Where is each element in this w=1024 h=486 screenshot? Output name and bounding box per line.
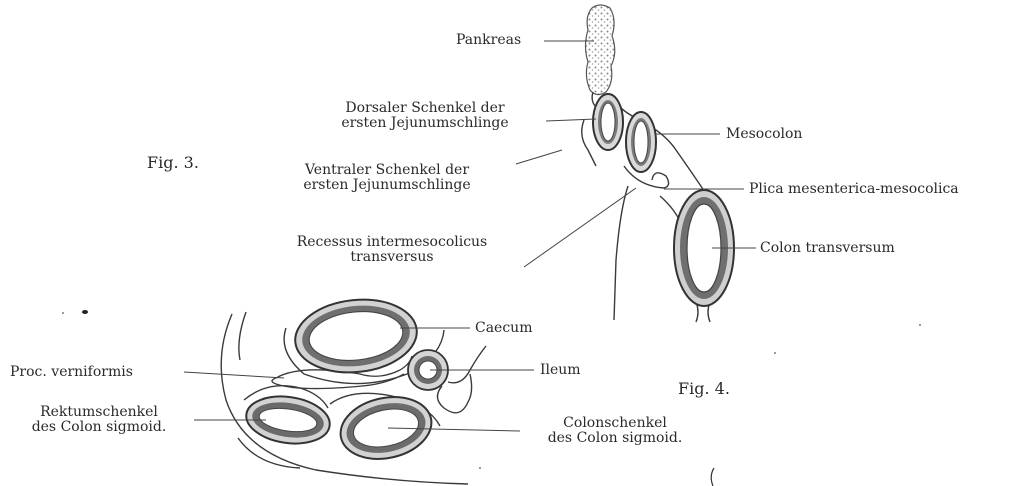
label-rektumschenkel-line2: des Colon sigmoid. bbox=[4, 420, 194, 435]
label-colonschenkel: Colonschenkel des Colon sigmoid. bbox=[520, 416, 710, 446]
figure3-drawing bbox=[516, 5, 756, 322]
label-colonschenkel-line2: des Colon sigmoid. bbox=[520, 431, 710, 446]
label-recessus-line2: transversus bbox=[262, 250, 522, 265]
label-dorsaler-schenkel: Dorsaler Schenkel der ersten Jejunumschl… bbox=[303, 101, 547, 131]
label-recessus-line1: Recessus intermesocolicus bbox=[262, 235, 522, 250]
label-ventraler-schenkel-line1: Ventraler Schenkel der bbox=[254, 163, 520, 178]
label-caecum: Caecum bbox=[475, 321, 532, 336]
label-ileum: Ileum bbox=[540, 363, 581, 378]
label-plica: Plica mesenterica-mesocolica bbox=[749, 182, 959, 197]
print-mark-bottom bbox=[711, 468, 714, 486]
label-ventraler-schenkel-line2: ersten Jejunumschlinge bbox=[254, 178, 520, 193]
figure3-title: Fig. 3. bbox=[147, 155, 199, 170]
label-proc-verniformis: Proc. verniformis bbox=[10, 365, 133, 380]
label-colonschenkel-line1: Colonschenkel bbox=[520, 416, 710, 431]
label-rektumschenkel-line1: Rektumschenkel bbox=[4, 405, 194, 420]
label-dorsaler-schenkel-line2: ersten Jejunumschlinge bbox=[303, 116, 547, 131]
label-rektumschenkel: Rektumschenkel des Colon sigmoid. bbox=[4, 405, 194, 435]
colonschenkel-shape bbox=[335, 389, 437, 467]
figure4-title: Fig. 4. bbox=[678, 381, 730, 396]
central-descending-line bbox=[614, 186, 628, 320]
label-recessus: Recessus intermesocolicus transversus bbox=[262, 235, 522, 265]
caecum-shape bbox=[292, 294, 421, 378]
label-colon-transversum: Colon transversum bbox=[760, 241, 895, 256]
label-mesocolon: Mesocolon bbox=[726, 127, 802, 142]
label-dorsaler-schenkel-line1: Dorsaler Schenkel der bbox=[303, 101, 547, 116]
label-ventraler-schenkel: Ventraler Schenkel der ersten Jejunumsch… bbox=[254, 163, 520, 193]
appendix-tip bbox=[272, 378, 276, 384]
dorsal-jejunum-loop bbox=[593, 94, 623, 150]
label-pankreas: Pankreas bbox=[456, 33, 521, 48]
ventral-jejunum-loop bbox=[626, 112, 656, 172]
inner-body-wall bbox=[239, 312, 246, 360]
pancreas-shape bbox=[586, 5, 615, 95]
